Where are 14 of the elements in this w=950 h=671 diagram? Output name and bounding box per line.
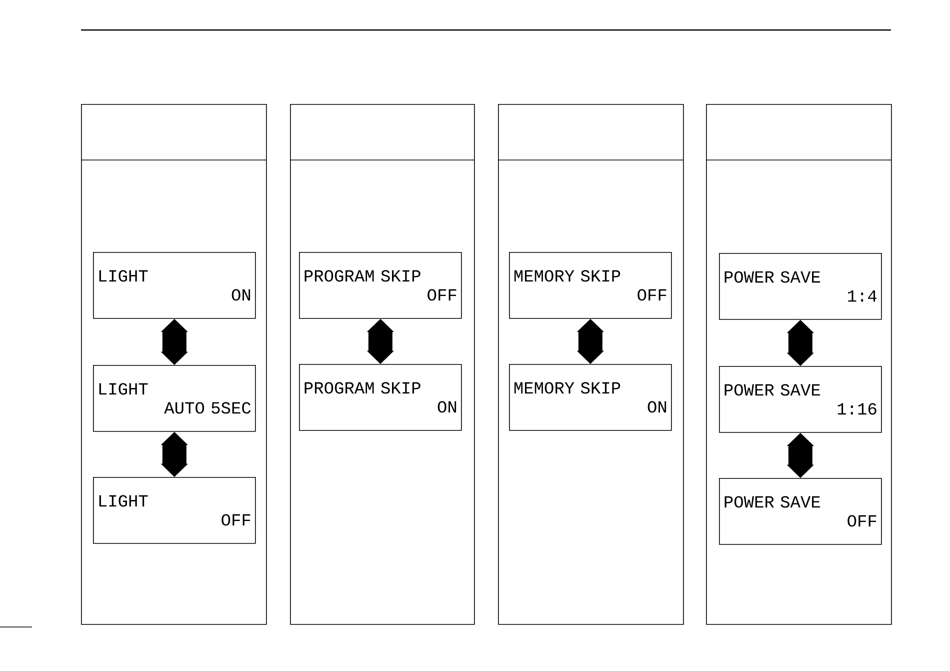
lcd-display: PROGRAM SKIP ON xyxy=(299,364,462,431)
lcd-display: LIGHT OFF xyxy=(93,477,256,544)
lcd-display: MEMORY SKIP ON xyxy=(509,364,672,431)
lcd-display: POWER SAVE OFF xyxy=(719,478,882,545)
lcd-display: LIGHT ON xyxy=(93,252,256,319)
lcd-display: MEMORY SKIP OFF xyxy=(509,252,672,319)
panel-box xyxy=(81,104,267,625)
lcd-display: LIGHT AUTO 5SEC xyxy=(93,365,256,432)
panel-box xyxy=(498,104,684,625)
lcd-display: POWER SAVE 1:16 xyxy=(719,366,882,433)
lcd-display: PROGRAM SKIP OFF xyxy=(299,252,462,319)
lcd-display: POWER SAVE 1:4 xyxy=(719,253,882,320)
panel-box xyxy=(290,104,475,625)
panel-box xyxy=(706,104,892,625)
